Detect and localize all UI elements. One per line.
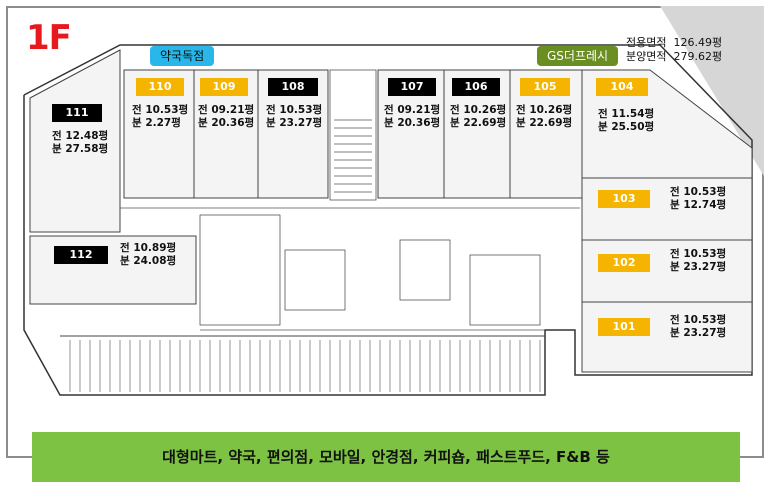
unit-103-sale: 분 12.74평 — [670, 199, 727, 211]
area-summary: 전용면적 126.49평 분양면적 279.62평 — [626, 36, 722, 64]
unit-104-exclusive: 전 11.54평 — [598, 108, 655, 120]
unit-108-area: 전 10.53평 분 23.27평 — [266, 104, 322, 130]
unit-103-exclusive: 전 10.53평 — [670, 186, 727, 198]
unit-109-sale: 분 20.36평 — [198, 117, 255, 129]
floor-title: 1F — [26, 18, 72, 58]
unit-112-area: 전 10.89평 분 24.08평 — [120, 242, 176, 268]
exclusive-value: 126.49평 — [673, 36, 723, 49]
unit-102-number: 102 — [598, 254, 650, 272]
unit-102-sale: 분 23.27평 — [670, 261, 727, 273]
unit-110-area: 전 10.53평 분 2.27평 — [132, 104, 188, 130]
unit-107-exclusive: 전 09.21평 — [384, 104, 441, 116]
unit-112-number: 112 — [54, 246, 108, 264]
unit-104-area: 전 11.54평 분 25.50평 — [598, 108, 654, 134]
unit-111-sale: 분 27.58평 — [52, 143, 109, 155]
unit-111-area: 전 12.48평 분 27.58평 — [52, 130, 108, 156]
unit-108-exclusive: 전 10.53평 — [266, 104, 323, 116]
unit-107-sale: 분 20.36평 — [384, 117, 441, 129]
gs-fresh-tag: GS더프레시 — [537, 46, 619, 66]
unit-107-number: 107 — [388, 78, 436, 96]
unit-110-exclusive: 전 10.53평 — [132, 104, 189, 116]
unit-112-exclusive: 전 10.89평 — [120, 242, 177, 254]
unit-110-number: 110 — [136, 78, 184, 96]
unit-105-sale: 분 22.69평 — [516, 117, 573, 129]
unit-105-exclusive: 전 10.26평 — [516, 104, 573, 116]
sale-value: 279.62평 — [673, 50, 723, 63]
unit-102-area: 전 10.53평 분 23.27평 — [670, 248, 726, 274]
unit-107-area: 전 09.21평 분 20.36평 — [384, 104, 440, 130]
unit-103-number: 103 — [598, 190, 650, 208]
unit-106-sale: 분 22.69평 — [450, 117, 507, 129]
unit-101-number: 101 — [598, 318, 650, 336]
unit-102-exclusive: 전 10.53평 — [670, 248, 727, 260]
sale-label: 분양면적 — [626, 50, 667, 63]
unit-104-number: 104 — [596, 78, 648, 96]
unit-105-number: 105 — [520, 78, 570, 96]
unit-103-area: 전 10.53평 분 12.74평 — [670, 186, 726, 212]
pharmacy-exclusive-tag: 약국독점 — [150, 46, 215, 66]
unit-101-exclusive: 전 10.53평 — [670, 314, 727, 326]
unit-108-number: 108 — [268, 78, 318, 96]
recommended-business-banner: 대형마트, 약국, 편의점, 모바일, 안경점, 커피숍, 패스트푸드, F&B… — [32, 432, 740, 482]
unit-109-number: 109 — [200, 78, 248, 96]
unit-108-sale: 분 23.27평 — [266, 117, 323, 129]
unit-109-area: 전 09.21평 분 20.36평 — [198, 104, 254, 130]
unit-110-sale: 분 2.27평 — [132, 117, 181, 129]
unit-106-area: 전 10.26평 분 22.69평 — [450, 104, 506, 130]
unit-111-number: 111 — [52, 104, 102, 122]
unit-109-exclusive: 전 09.21평 — [198, 104, 255, 116]
unit-101-area: 전 10.53평 분 23.27평 — [670, 314, 726, 340]
unit-106-number: 106 — [452, 78, 500, 96]
unit-111-exclusive: 전 12.48평 — [52, 130, 109, 142]
unit-106-exclusive: 전 10.26평 — [450, 104, 507, 116]
unit-104-sale: 분 25.50평 — [598, 121, 655, 133]
unit-112-sale: 분 24.08평 — [120, 255, 177, 267]
unit-101-sale: 분 23.27평 — [670, 327, 727, 339]
unit-105-area: 전 10.26평 분 22.69평 — [516, 104, 572, 130]
